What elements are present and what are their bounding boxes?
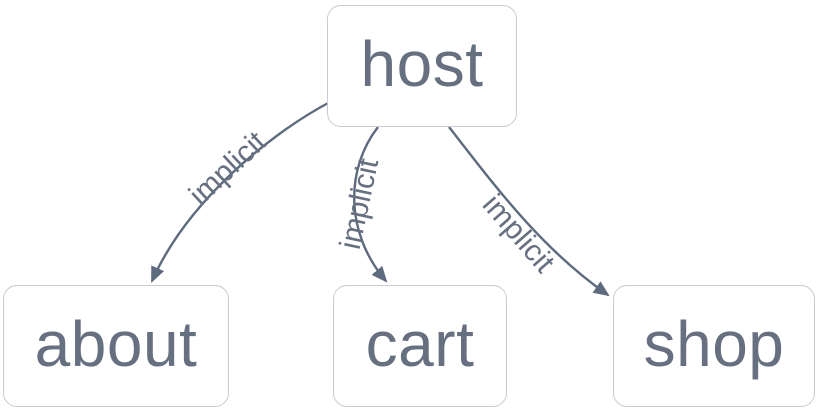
node-cart: cart: [333, 285, 507, 407]
node-about: about: [3, 285, 229, 407]
node-shop-label: shop: [643, 308, 785, 380]
edge-host-cart: [353, 126, 388, 283]
edge-host-shop: [448, 126, 610, 297]
node-about-label: about: [34, 308, 198, 380]
node-host: host: [327, 5, 517, 127]
node-shop: shop: [613, 285, 815, 407]
node-cart-label: cart: [365, 308, 475, 380]
node-host-label: host: [360, 28, 484, 100]
edge-host-about: [150, 100, 331, 283]
